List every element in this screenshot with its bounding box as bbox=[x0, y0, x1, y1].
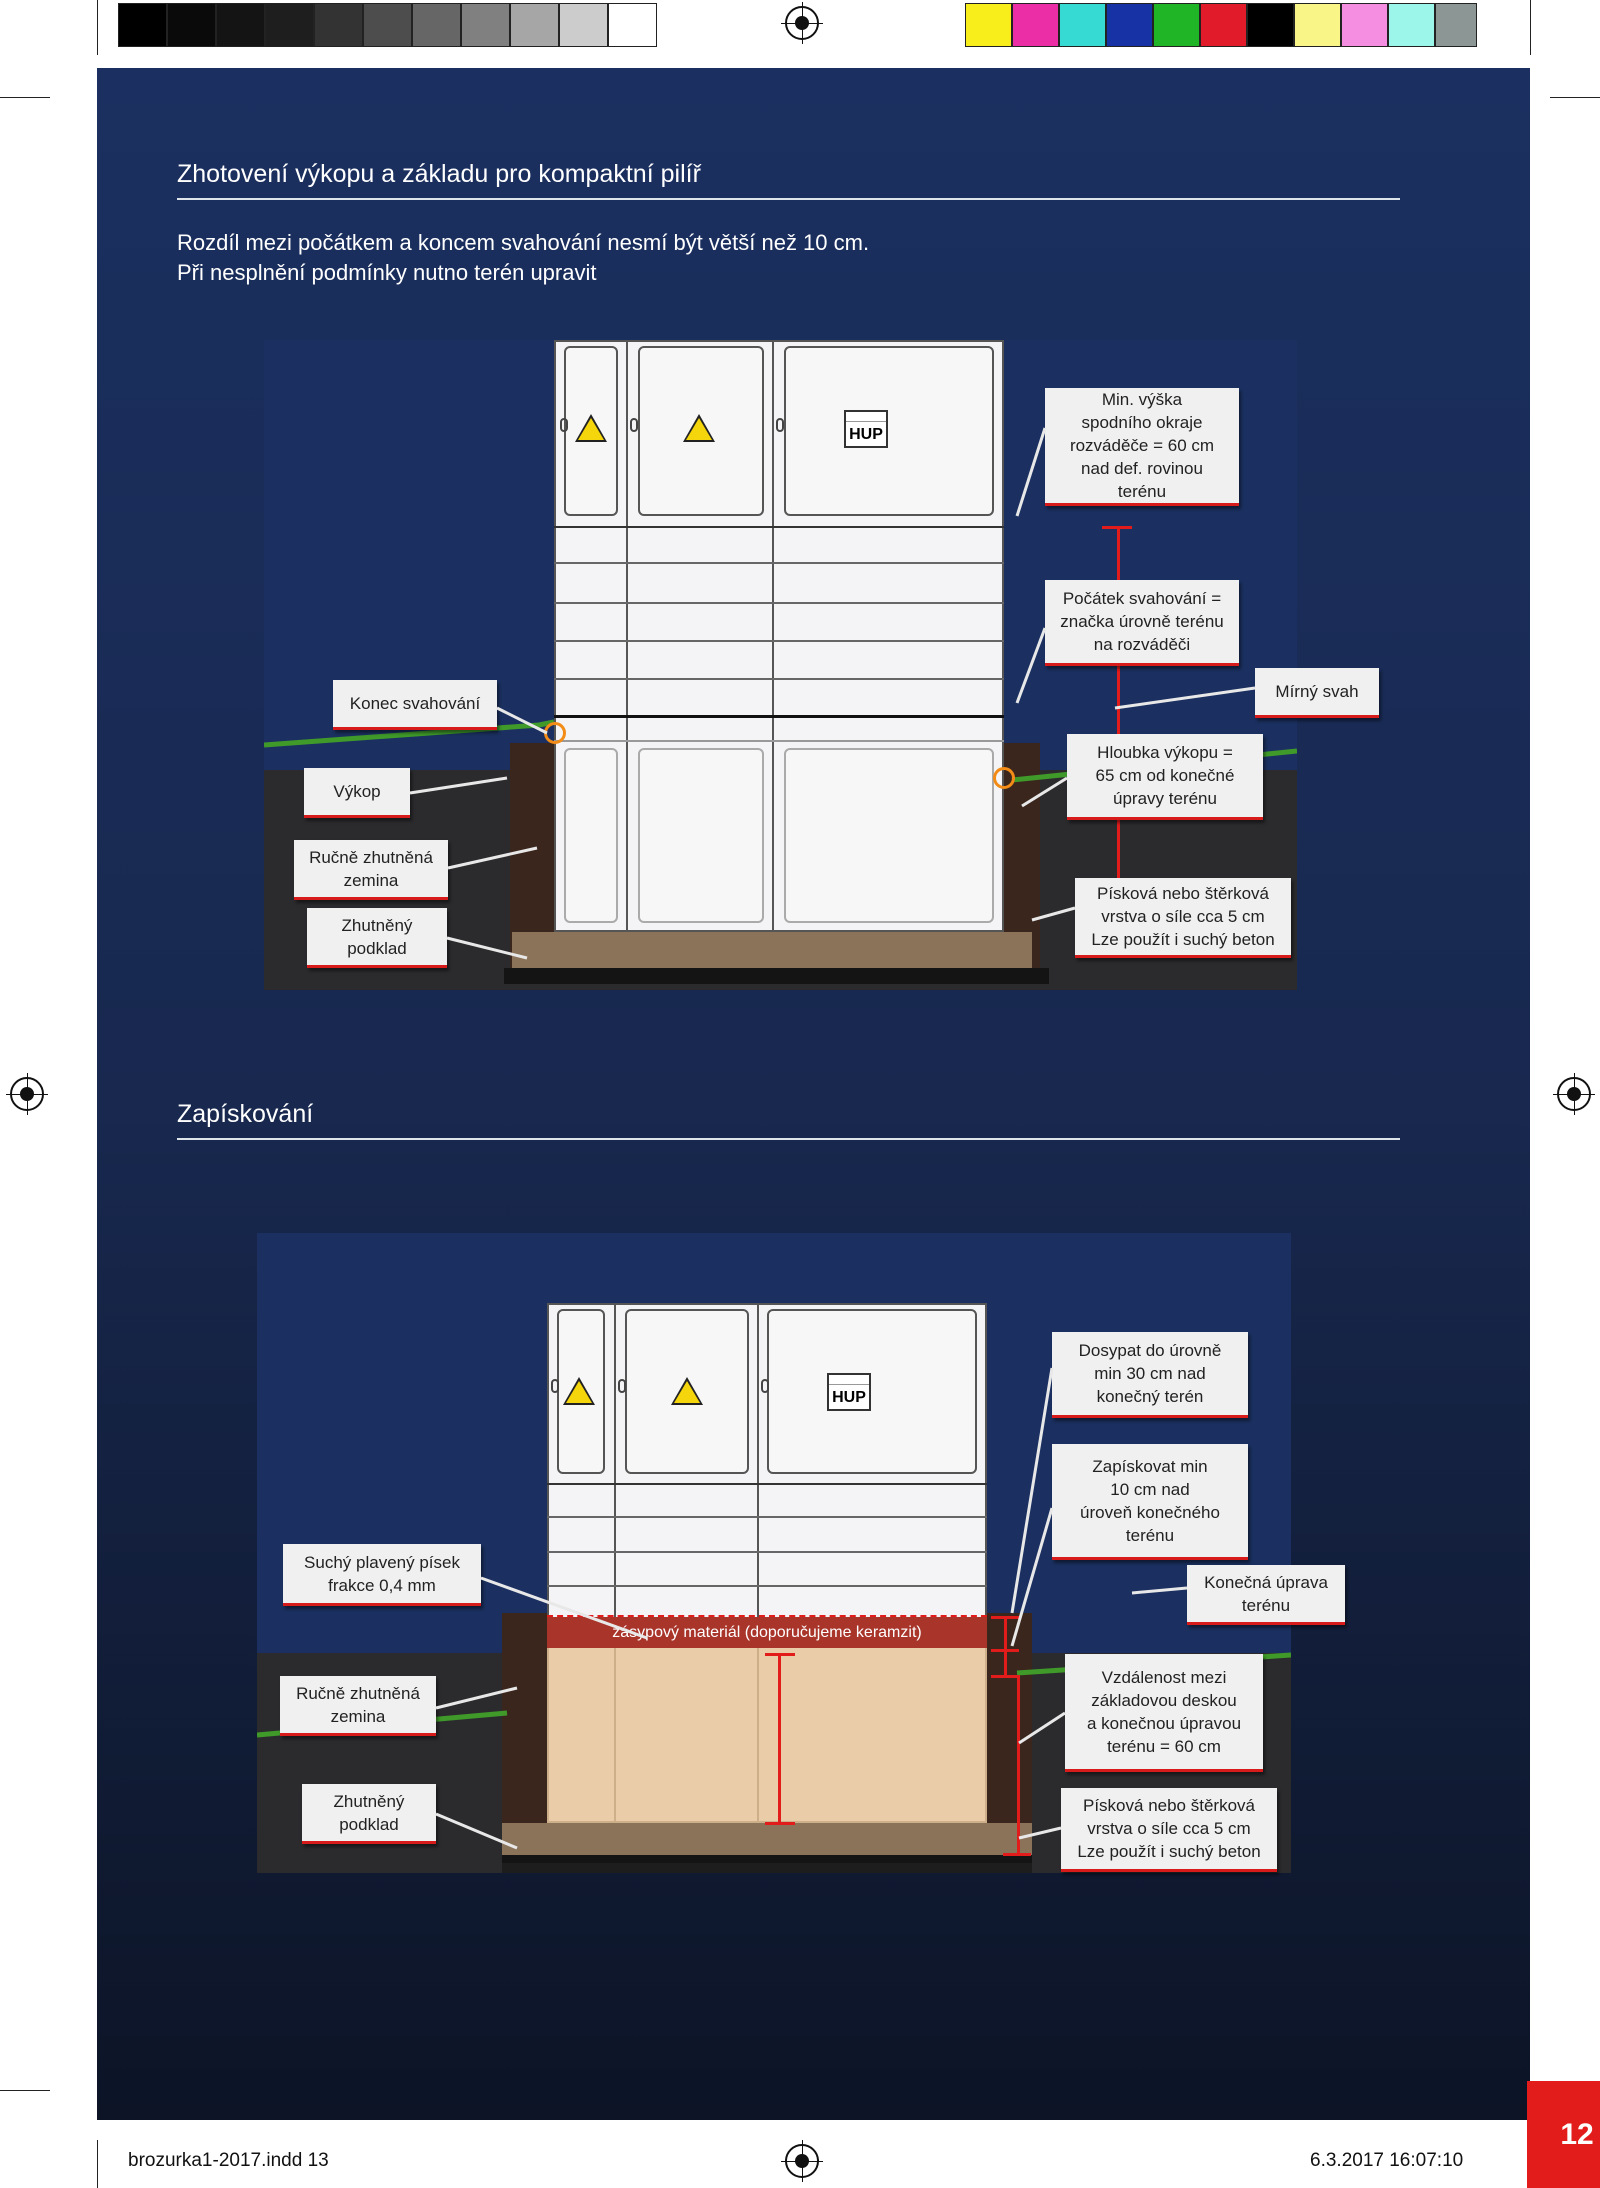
callout-slope-end: Konec svahování bbox=[333, 680, 497, 730]
registration-mark bbox=[6, 1073, 48, 1115]
lock-icon bbox=[560, 418, 568, 432]
lock-icon bbox=[551, 1379, 559, 1393]
hup-plate: HUP bbox=[827, 1373, 871, 1411]
dimension-line bbox=[778, 1653, 781, 1823]
registration-mark bbox=[1553, 1073, 1595, 1115]
callout-slope-start: Počátek svahování = značka úrovně terénu… bbox=[1045, 580, 1239, 666]
callout-compacted-base: Zhutněný podklad bbox=[302, 1784, 436, 1844]
callout-excavation-depth: Hloubka výkopu = 65 cm od konečné úpravy… bbox=[1067, 734, 1263, 820]
lock-icon bbox=[630, 418, 638, 432]
dimension-line bbox=[1004, 1616, 1007, 1676]
sand-layer bbox=[512, 932, 1032, 968]
callout-gentle-slope: Mírný svah bbox=[1255, 668, 1379, 718]
crop-mark bbox=[0, 2090, 50, 2091]
hup-label: HUP bbox=[832, 1389, 866, 1406]
sand-layer bbox=[502, 1823, 1032, 1855]
crop-mark bbox=[97, 2140, 98, 2188]
dry-sand-fill bbox=[547, 1648, 987, 1823]
callout-sand-min: Zapískovat min 10 cm nad úroveň konečnéh… bbox=[1052, 1444, 1248, 1560]
callout-hand-compacted: Ručně zhutněná zemina bbox=[280, 1676, 436, 1736]
crop-mark bbox=[0, 97, 50, 98]
crop-mark bbox=[1550, 97, 1600, 98]
hup-plate: HUP bbox=[844, 410, 888, 448]
lock-icon bbox=[618, 1379, 626, 1393]
section1-rule bbox=[177, 198, 1400, 200]
footer-file: brozurka1-2017.indd 13 bbox=[128, 2150, 329, 2171]
callout-sand-layer: Písková nebo štěrková vrstva o síle cca … bbox=[1061, 1788, 1277, 1872]
callout-compacted-base: Zhutněný podklad bbox=[307, 908, 447, 968]
dimension-line bbox=[1117, 526, 1120, 931]
callout-hand-compacted: Ručně zhutněná zemina bbox=[294, 840, 448, 900]
cabinet-door-hup bbox=[767, 1309, 977, 1474]
section1-intro: Rozdíl mezi počátkem a koncem svahování … bbox=[177, 228, 869, 288]
callout-sand-layer: Písková nebo štěrková vrstva o síle cca … bbox=[1075, 878, 1291, 958]
hup-label: HUP bbox=[849, 426, 883, 443]
high-voltage-warning-icon bbox=[683, 414, 715, 442]
compacted-base bbox=[504, 968, 1049, 984]
high-voltage-warning-icon bbox=[563, 1377, 595, 1405]
cabinet-door-hup bbox=[784, 346, 994, 516]
callout-min-height: Min. výška spodního okraje rozváděče = 6… bbox=[1045, 388, 1239, 506]
intro-line2: Při nesplnění podmínky nutno terén uprav… bbox=[177, 260, 597, 285]
callout-distance: Vzdálenost mezi základovou deskou a kone… bbox=[1065, 1654, 1263, 1772]
callout-dry-sand: Suchý plavený písek frakce 0,4 mm bbox=[283, 1544, 481, 1606]
registration-mark bbox=[781, 2140, 823, 2182]
dimension-line bbox=[1017, 1675, 1020, 1825]
intro-line1: Rozdíl mezi počátkem a koncem svahování … bbox=[177, 230, 870, 255]
footer-timestamp: 6.3.2017 16:07:10 bbox=[1310, 2150, 1464, 2171]
high-voltage-warning-icon bbox=[671, 1377, 703, 1405]
page: Zhotovení výkopu a základu pro kompaktní… bbox=[97, 68, 1600, 2188]
lock-icon bbox=[776, 418, 784, 432]
section1-title: Zhotovení výkopu a základu pro kompaktní… bbox=[177, 160, 701, 188]
section2-title: Zapískování bbox=[177, 1100, 314, 1128]
page-number: 12 bbox=[1527, 2081, 1600, 2188]
callout-excavation: Výkop bbox=[304, 768, 410, 818]
crop-mark bbox=[1530, 0, 1531, 55]
dimension-line bbox=[1017, 1825, 1020, 1855]
callout-backfill-level: Dosypat do úrovně min 30 cm nad konečný … bbox=[1052, 1332, 1248, 1418]
callout-final-terrain: Konečná úprava terénu bbox=[1187, 1565, 1345, 1625]
registration-mark bbox=[781, 2, 823, 44]
slope-start-marker bbox=[993, 767, 1015, 789]
lock-icon bbox=[761, 1379, 769, 1393]
section2-rule bbox=[177, 1138, 1400, 1140]
callout-leaders bbox=[409, 427, 1256, 1850]
high-voltage-warning-icon bbox=[575, 414, 607, 442]
backfill-band: zásypový materiál (doporučujeme keramzit… bbox=[547, 1617, 987, 1648]
crop-mark bbox=[97, 0, 98, 55]
